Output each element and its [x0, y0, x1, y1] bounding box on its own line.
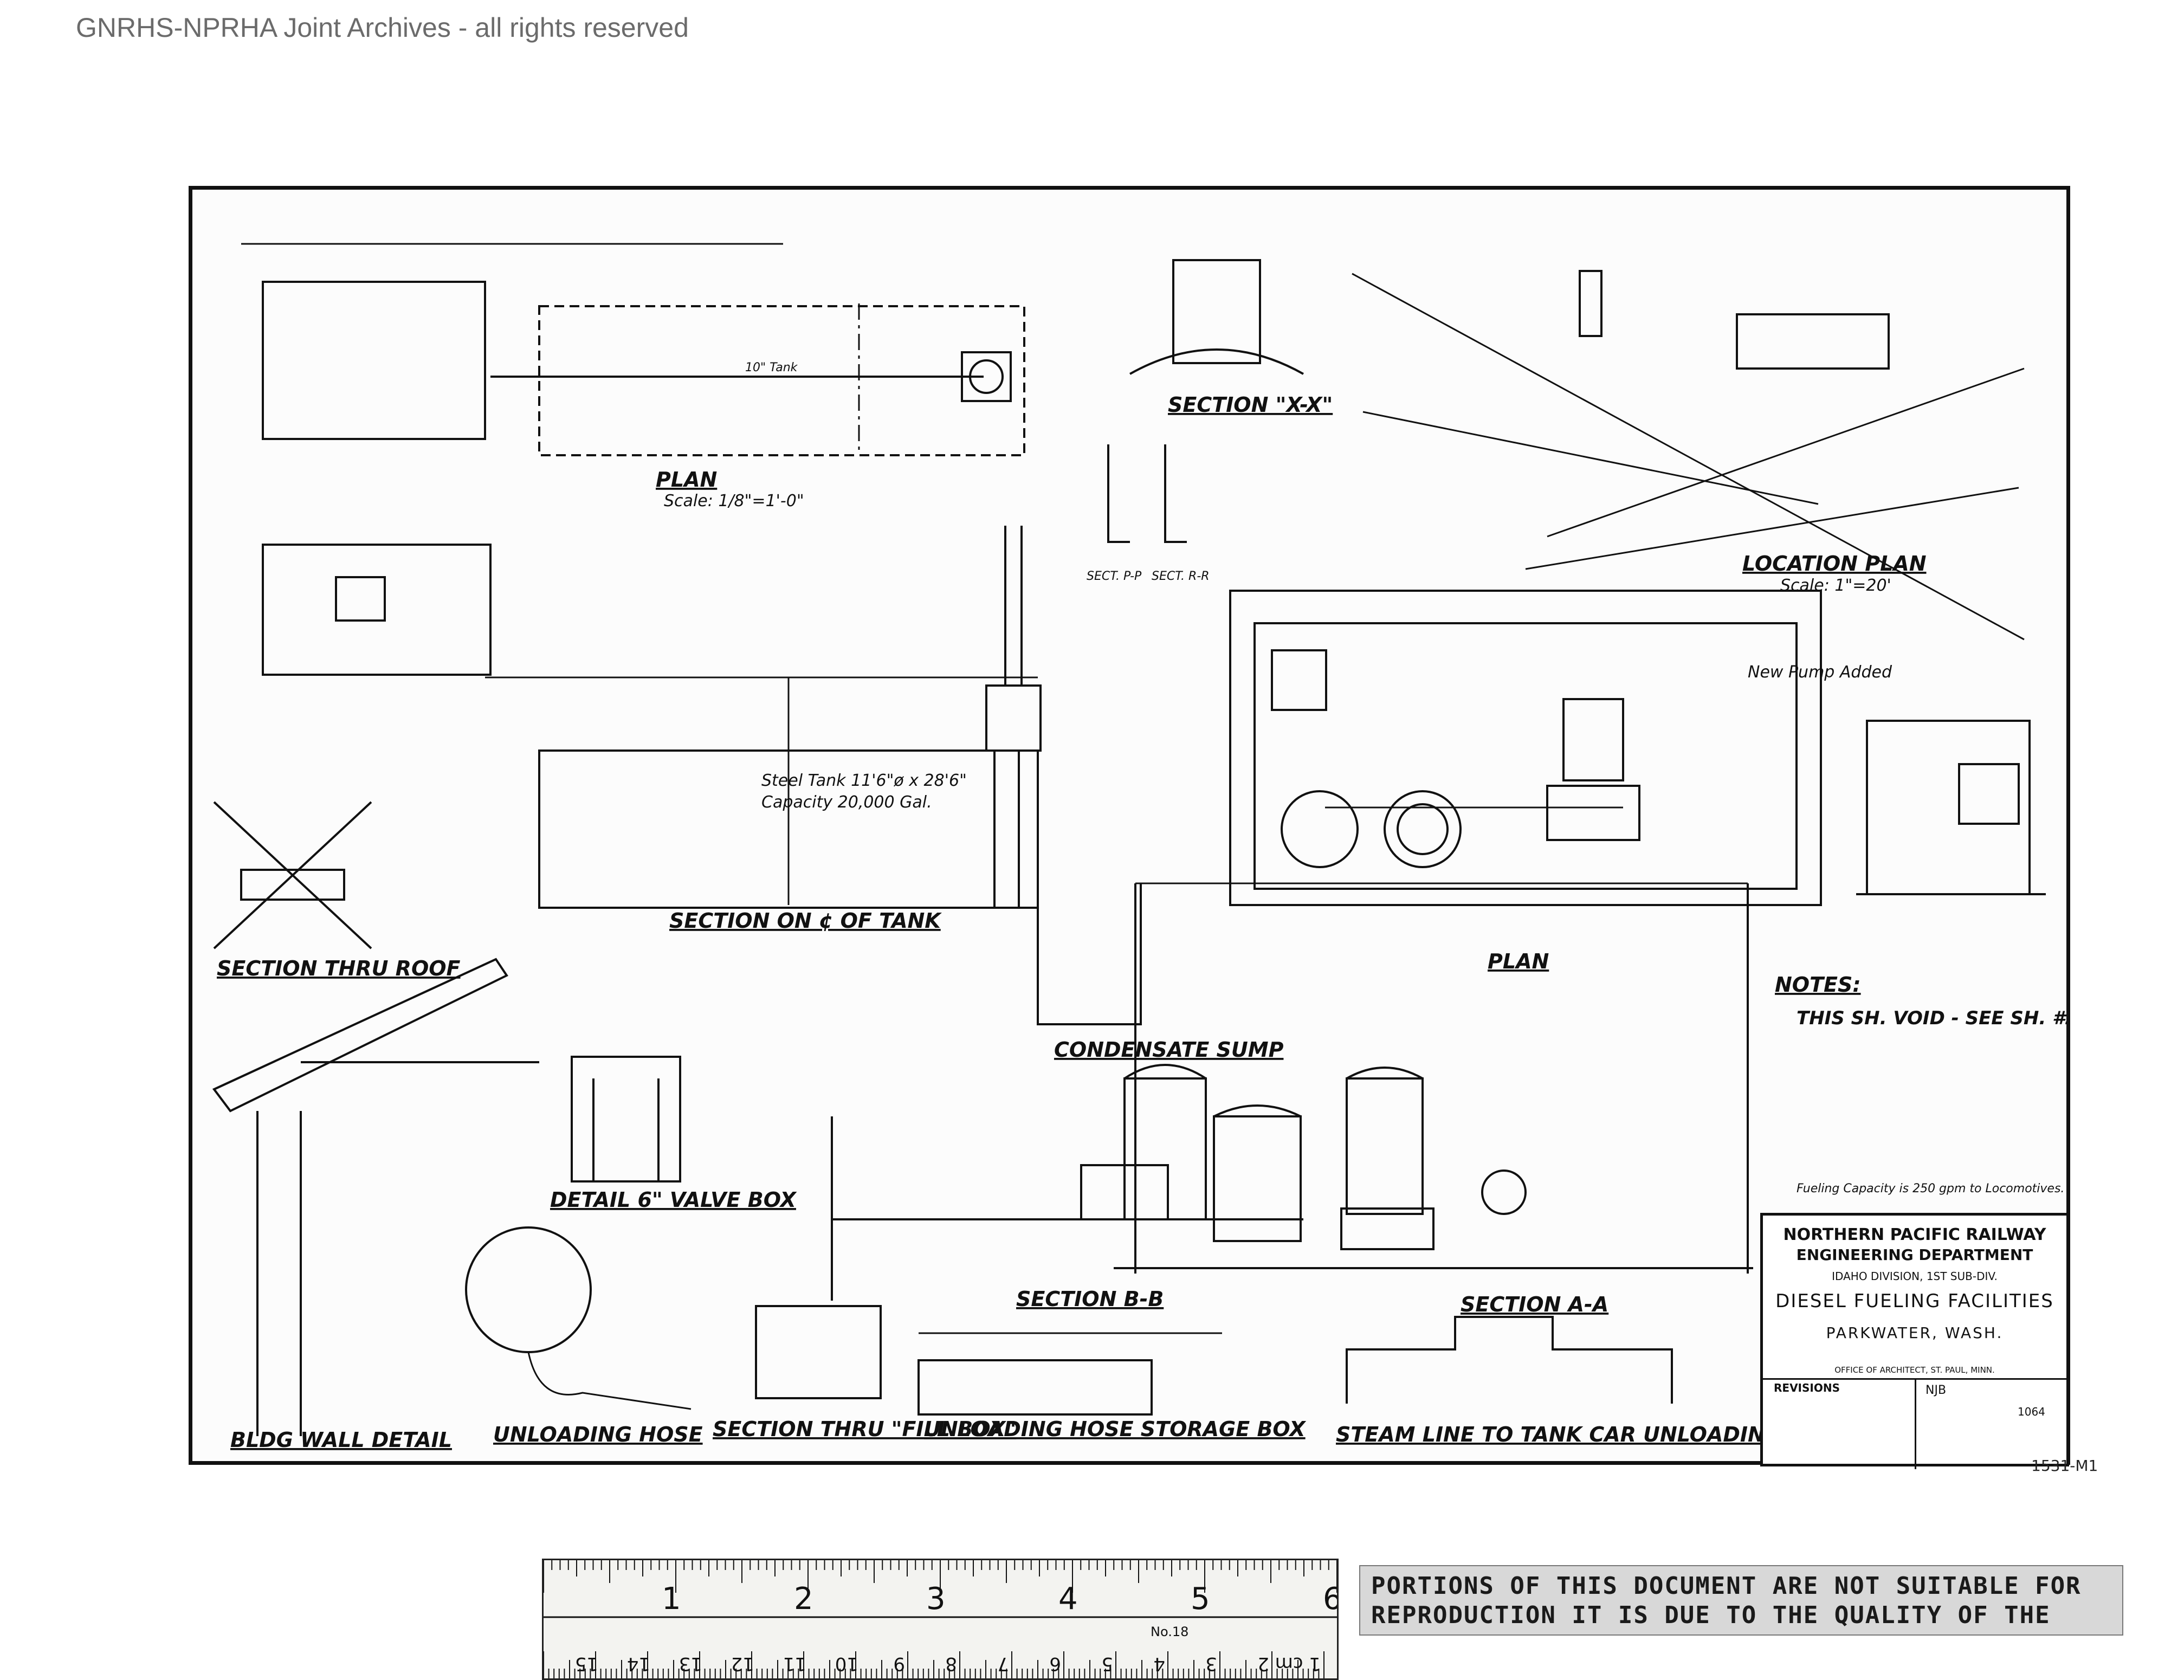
title-block-company: NORTHERN PACIFIC RAILWAY	[1783, 1225, 2046, 1244]
title-block: NORTHERN PACIFIC RAILWAY ENGINEERING DEP…	[1760, 1213, 2069, 1469]
drawing-sheet: PLAN Scale: 1/8"=1'-0" SECTION "X-X" SEC…	[189, 186, 2070, 1465]
ruler-cm-4: 4	[1153, 1653, 1165, 1675]
reproduction-quality-stamp: PORTIONS OF THIS DOCUMENT ARE NOT SUITAB…	[1359, 1565, 2123, 1636]
stamp-text: PORTIONS OF THIS DOCUMENT ARE NOT SUITAB…	[1371, 1572, 2082, 1634]
ruler-inch-2: 2	[794, 1581, 813, 1617]
label-tank: 10" Tank	[745, 361, 798, 374]
measuring-ruler: No.18 1 2 3 4 5 6 1 cm 2 3 4 5 6 7 8 9 1…	[542, 1559, 1339, 1680]
view-title-unloading-hose: UNLOADING HOSE	[493, 1423, 703, 1446]
ruler-cm-3: 3	[1205, 1653, 1217, 1675]
view-title-plan-pump: PLAN	[1488, 949, 1549, 973]
view-title-valve-box: DETAIL 6" VALVE BOX	[550, 1188, 797, 1212]
title-block-location: PARKWATER, WASH.	[1826, 1324, 2004, 1342]
view-title-sect-rr: SECT. R-R	[1152, 570, 1210, 583]
view-title-section-aa: SECTION A-A	[1461, 1293, 1608, 1316]
ruler-cm-6: 6	[1049, 1653, 1061, 1675]
ruler-cm-15: 15	[575, 1653, 598, 1675]
ruler-cm-14: 14	[627, 1653, 650, 1675]
notes-title: NOTES:	[1775, 973, 1861, 997]
title-block-division: IDAHO DIVISION, 1ST SUB-DIV.	[1832, 1270, 1998, 1283]
ruler-ticks: No.18 1 2 3 4 5 6 1 cm 2 3 4 5 6 7 8 9 1…	[544, 1560, 1337, 1678]
ruler-inch-5: 5	[1191, 1581, 1210, 1617]
view-title-section-xx: SECTION "X-X"	[1168, 393, 1333, 417]
view-title-sect-pp: SECT. P-P	[1087, 570, 1142, 583]
sheet-number: 1531-M1	[2031, 1457, 2098, 1475]
ruler-cm-9: 9	[893, 1653, 905, 1675]
ruler-inch-6: 6	[1323, 1581, 1337, 1617]
view-title-bldg-wall: BLDG WALL DETAIL	[230, 1428, 452, 1452]
scale-plan: Scale: 1/8"=1'-0"	[664, 492, 804, 511]
view-title-section-roof: SECTION THRU ROOF	[217, 957, 461, 980]
view-title-section-bb: SECTION B-B	[1016, 1287, 1164, 1311]
ruler-cm-13: 13	[679, 1653, 702, 1675]
view-title-fill-box: SECTION THRU "FILL BOX"	[713, 1417, 1016, 1441]
ruler-cm-7: 7	[997, 1653, 1009, 1675]
ruler-cm-11: 11	[783, 1653, 806, 1675]
ruler-cm-1: 1 cm	[1275, 1653, 1321, 1675]
drawing-linework: PLAN Scale: 1/8"=1'-0" SECTION "X-X" SEC…	[212, 243, 2066, 1452]
ruler-cm-5: 5	[1101, 1653, 1113, 1675]
ruler-inch-3: 3	[926, 1581, 946, 1617]
label-new-pump: New Pump Added	[1748, 663, 1892, 682]
ruler-cm-12: 12	[731, 1653, 754, 1675]
ruler-inch-1: 1	[662, 1581, 681, 1617]
void-note: THIS SH. VOID - SEE SH. #2 FOR NEW ARRAN…	[1797, 1007, 2066, 1029]
ruler-model: No.18	[1151, 1624, 1188, 1639]
label-fueling-capacity: Fueling Capacity is 250 gpm to Locomotiv…	[1797, 1182, 2064, 1196]
view-title-location-plan: LOCATION PLAN	[1742, 552, 1927, 576]
view-title-plan: PLAN	[656, 468, 717, 492]
ruler-cm-8: 8	[945, 1653, 957, 1675]
title-block-office: OFFICE OF ARCHITECT, ST. PAUL, MINN.	[1834, 1365, 1995, 1375]
scale-location-plan: Scale: 1"=20'	[1780, 576, 1891, 595]
title-block-title: DIESEL FUELING FACILITIES	[1775, 1290, 2054, 1312]
ruler-inch-4: 4	[1058, 1581, 1078, 1617]
label-steel-tank: Steel Tank 11'6"ø x 28'6"	[761, 771, 967, 790]
view-title-section-tank: SECTION ON ¢ OF TANK	[669, 909, 942, 933]
title-block-department: ENGINEERING DEPARTMENT	[1796, 1246, 2033, 1264]
view-title-condensate-sump: CONDENSATE SUMP	[1054, 1038, 1284, 1062]
archive-watermark: GNRHS-NPRHA Joint Archives - all rights …	[76, 12, 689, 43]
ruler-cm-2: 2	[1257, 1653, 1269, 1675]
view-title-hose-storage-box: UNLOADING HOSE STORAGE BOX	[924, 1417, 1306, 1441]
title-block-revisions: REVISIONS	[1774, 1381, 1840, 1394]
ruler-cm-10: 10	[835, 1653, 858, 1675]
title-block-job-no: 1064	[2018, 1405, 2045, 1418]
label-capacity: Capacity 20,000 Gal.	[761, 793, 932, 812]
title-block-drawn-by: NJB	[1925, 1384, 1947, 1397]
